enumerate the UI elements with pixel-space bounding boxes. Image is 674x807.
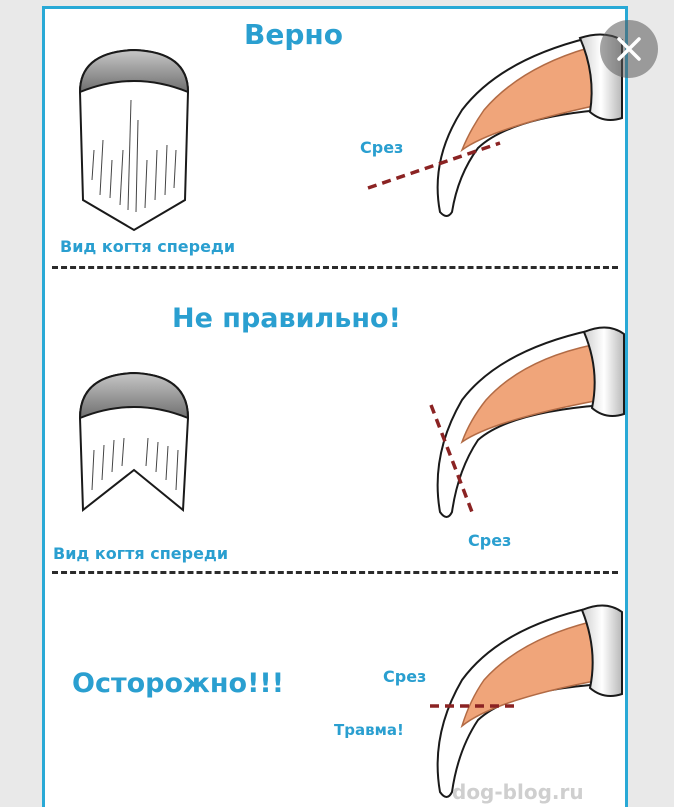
- cut-label-wrong: Срез: [468, 531, 512, 550]
- injury-label: Травма!: [334, 721, 404, 739]
- section-title-wrong: Не правильно!: [172, 303, 401, 334]
- claw-front-view-correct: [78, 48, 190, 232]
- close-icon: [617, 37, 641, 61]
- section-title-caution: Осторожно!!!: [72, 668, 285, 699]
- close-button[interactable]: [600, 20, 658, 78]
- claw-side-view-wrong: [429, 326, 625, 518]
- section-divider: [52, 266, 618, 269]
- claw-front-view-wrong: [78, 371, 190, 513]
- watermark: dog-blog.ru: [452, 780, 584, 804]
- cut-label-correct: Срез: [360, 138, 404, 157]
- section-divider: [52, 571, 618, 574]
- claw-side-view-caution: [430, 604, 623, 798]
- front-view-caption-wrong: Вид когтя спереди: [53, 544, 229, 563]
- front-view-caption-correct: Вид когтя спереди: [60, 237, 236, 256]
- claw-side-view-correct: [367, 33, 623, 217]
- section-title-correct: Верно: [244, 18, 343, 51]
- cut-label-caution: Срез: [383, 667, 427, 686]
